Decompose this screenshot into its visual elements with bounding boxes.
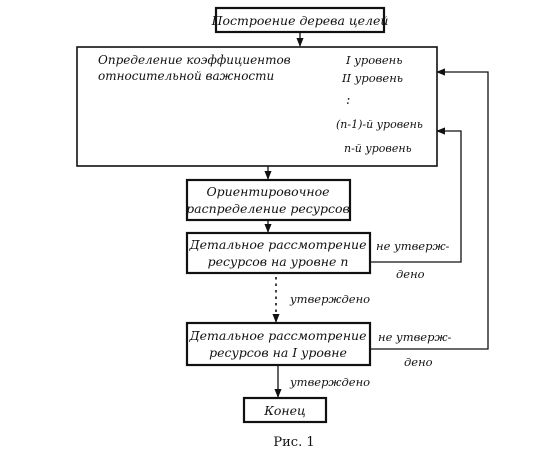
level-1-label: I уровень xyxy=(345,53,403,67)
allocation-label-line2: распределение ресурсов xyxy=(186,201,350,216)
level-n-minus-1-label: (n-1)-й уровень xyxy=(336,118,423,131)
not-approved-1-line2: дено xyxy=(404,355,433,369)
not-approved-n-line1: не утверж- xyxy=(376,239,450,253)
not-approved-1-line1: не утверж- xyxy=(378,330,452,344)
feedback-arrow-level-1 xyxy=(370,68,489,350)
end-box: Конец xyxy=(242,396,328,424)
weights-label-line1: Определение коэффициентов xyxy=(98,53,291,67)
weights-box: Определение коэффициентов относительной … xyxy=(76,46,438,167)
allocation-box: Ориентировочное распределение ресурсов xyxy=(185,178,352,222)
figure-caption: Рис. 1 xyxy=(273,435,314,450)
detail-level-1-line2: ресурсов на I уровне xyxy=(209,345,347,360)
detail-level-1-box: Детальное рассмотрение ресурсов на I уро… xyxy=(185,321,372,367)
level-2-label: II уровень xyxy=(341,71,403,85)
weights-label-line2: относительной важности xyxy=(98,69,274,83)
end-label: Конец xyxy=(263,403,306,418)
approved-mid-label: утверждено xyxy=(289,292,370,306)
not-approved-n-line2: дено xyxy=(396,267,425,281)
detail-level-n-line2: ресурсов на уровне n xyxy=(208,254,349,269)
level-ellipsis: : xyxy=(346,93,350,108)
allocation-label-line1: Ориентировочное xyxy=(206,184,329,199)
feedback-arrow-level-n xyxy=(370,127,462,263)
goal-tree-label: Построение дерева целей xyxy=(211,13,389,28)
goal-tree-box: Построение дерева целей xyxy=(211,6,389,34)
level-n-label: n-й уровень xyxy=(344,142,412,155)
detail-level-n-line1: Детальное рассмотрение xyxy=(188,237,366,252)
detail-level-n-box: Детальное рассмотрение ресурсов на уровн… xyxy=(185,231,372,275)
approved-end-label: утверждено xyxy=(289,375,370,389)
detail-level-1-line1: Детальное рассмотрение xyxy=(188,328,366,343)
